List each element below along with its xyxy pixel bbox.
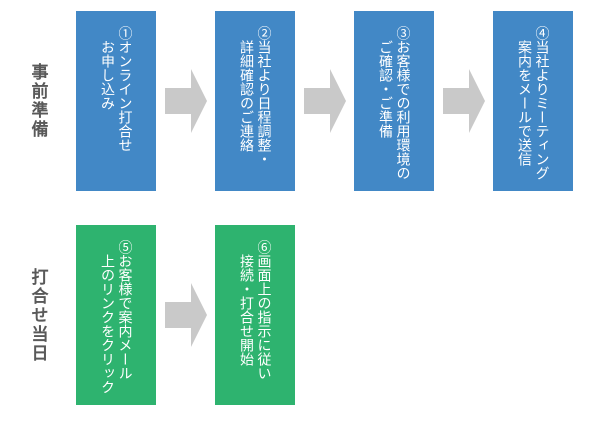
step-box-5: ⑤お客様で案内メール 上のリンクをクリック bbox=[76, 225, 156, 405]
step-text-line1: ⑤お客様で案内メール bbox=[117, 240, 134, 380]
step-text: ⑥画面上の指示に従い 接続・打合せ開始 bbox=[238, 240, 273, 405]
row-label-preparation: 事前準備 bbox=[18, 11, 58, 191]
step-text: ③お客様での利用環境の ご確認・ご準備 bbox=[377, 26, 412, 191]
step-text-line1: ②当社より日程調整・ bbox=[256, 26, 273, 166]
step-box-1: ①オンライン打合せ お申し込み bbox=[76, 11, 156, 191]
step-text: ④当社よりミーティング 案内をメールで送信 bbox=[516, 26, 551, 191]
step-text: ①オンライン打合せ お申し込み bbox=[99, 26, 134, 191]
right-arrow-icon bbox=[165, 283, 207, 347]
right-arrow-icon bbox=[165, 69, 207, 133]
step-box-2: ②当社より日程調整・ 詳細確認のご連絡 bbox=[215, 11, 295, 191]
step-text-line2: お申し込み bbox=[100, 40, 116, 110]
step-text-line1: ⑥画面上の指示に従い bbox=[256, 240, 273, 380]
step-box-4: ④当社よりミーティング 案内をメールで送信 bbox=[493, 11, 573, 191]
row-label-text: 事前準備 bbox=[28, 63, 48, 139]
step-text-line2: 詳細確認のご連絡 bbox=[239, 40, 255, 152]
row-label-meeting-day: 打合せ当日 bbox=[18, 225, 58, 405]
step-box-3: ③お客様での利用環境の ご確認・ご準備 bbox=[354, 11, 434, 191]
right-arrow-icon bbox=[304, 69, 346, 133]
step-text-line2: 案内をメールで送信 bbox=[517, 40, 533, 166]
step-text-line2: 上のリンクをクリック bbox=[100, 254, 116, 394]
step-box-6: ⑥画面上の指示に従い 接続・打合せ開始 bbox=[215, 225, 295, 405]
step-text-line2: ご確認・ご準備 bbox=[378, 40, 394, 138]
right-arrow-icon bbox=[443, 69, 485, 133]
step-text-line2: 接続・打合せ開始 bbox=[239, 254, 255, 366]
step-text-line1: ③お客様での利用環境の bbox=[395, 26, 412, 180]
step-text-line1: ④当社よりミーティング bbox=[534, 26, 551, 180]
step-text: ②当社より日程調整・ 詳細確認のご連絡 bbox=[238, 26, 273, 191]
step-text: ⑤お客様で案内メール 上のリンクをクリック bbox=[99, 240, 134, 405]
row-label-text: 打合せ当日 bbox=[28, 267, 48, 363]
step-text-line1: ①オンライン打合せ bbox=[117, 26, 134, 152]
